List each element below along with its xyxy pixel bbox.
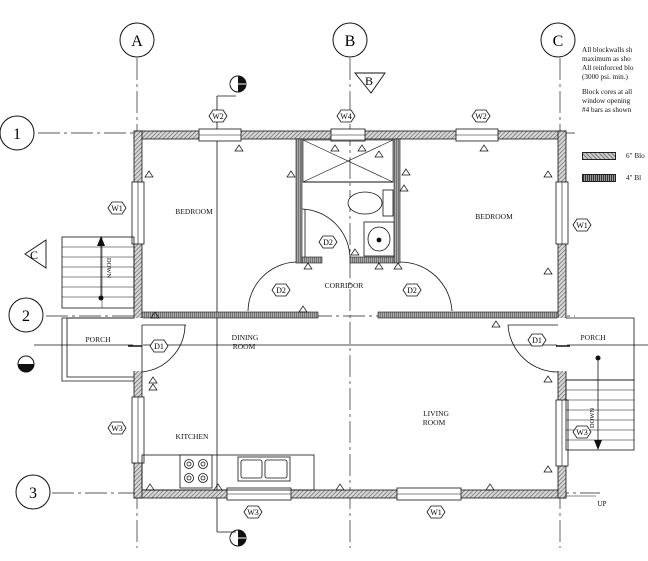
tag-w4-top: W4 [336, 109, 356, 123]
section-marker-c: C [24, 239, 47, 269]
grid-label-1: 1 [13, 126, 21, 143]
tag-w2-left-label: W2 [212, 112, 224, 121]
tag-d1-right: D1 [527, 333, 547, 347]
room-label-bedroom-right: BEDROOM [475, 212, 513, 221]
tag-d2-left: D2 [271, 283, 291, 297]
right-porch [565, 317, 635, 451]
tag-w1-bottom: W1 [426, 505, 446, 519]
range [179, 454, 213, 489]
wall-legend: 6" Blo 4" Bl [582, 151, 648, 195]
legend-item-6in-block: 6" Blo [582, 151, 648, 161]
tag-w3-bottom: W3 [243, 505, 263, 519]
tag-w3-right-label: W3 [576, 428, 588, 437]
room-label-corridor: CORRIDOR [325, 281, 364, 290]
stair-label-up: UP [598, 500, 607, 508]
elevation-marker-top [229, 75, 247, 93]
kitchen-counter [141, 454, 315, 491]
tag-w3-left: W3 [107, 421, 127, 435]
grid-bubble-c: C [540, 22, 576, 58]
tag-w4-top-label: W4 [340, 112, 352, 121]
legend-label-6in: 6" Blo [626, 152, 645, 160]
tag-d2-right: D2 [402, 283, 422, 297]
tag-w3-bottom-label: W3 [247, 508, 259, 517]
grid-bubble-1: 1 [0, 115, 35, 151]
grid-label-b: B [345, 33, 356, 50]
left-stair-treads [62, 237, 134, 308]
elevation-marker-bottom [229, 529, 247, 547]
tag-w3-right: W3 [572, 425, 592, 439]
legend-swatch-6in [582, 152, 616, 160]
grid-bubble-a: A [119, 22, 155, 58]
tag-d2-bath-label: D2 [323, 238, 333, 247]
tag-d2-right-label: D2 [407, 286, 417, 295]
elevation-marker-left [17, 355, 35, 373]
section-label-c: C [30, 248, 38, 262]
window-glazing [137, 134, 563, 495]
tag-w1-left: W1 [107, 201, 127, 215]
room-label-living-1: LIVING [423, 409, 449, 418]
legend-item-4in-block: 4" Bl [582, 173, 648, 183]
room-label-dining-1: DINING [232, 333, 259, 342]
room-label-living-2: ROOM [423, 418, 446, 427]
interior-walls [141, 138, 559, 319]
lavatory [363, 221, 395, 257]
grid-label-c: C [553, 33, 564, 50]
room-label-porch-left: PORCH [85, 335, 111, 344]
tag-w1-right: W1 [572, 218, 592, 232]
tag-w1-left-label: W1 [111, 204, 123, 213]
tag-w1-right-label: W1 [576, 221, 588, 230]
tag-d1-right-label: D1 [532, 336, 542, 345]
grid-bubble-3: 3 [15, 474, 51, 510]
note-line: #4 bars as shown [582, 106, 632, 114]
kitchen-sink [237, 456, 291, 482]
note-line: All blockwalls sh [582, 46, 633, 54]
grid-label-2: 2 [22, 308, 30, 325]
tag-d2-left-label: D2 [276, 286, 286, 295]
note-line: All reinforced blo [582, 64, 634, 72]
section-label-b: B [365, 74, 373, 88]
door-swings [141, 208, 559, 373]
left-stair-arrow [97, 236, 105, 301]
room-labels: BEDROOM BEDROOM CORRIDOR DINING ROOM LIV… [85, 207, 606, 441]
note-line: Block cores at all [582, 88, 633, 96]
shower [302, 139, 394, 183]
stair-label-down-left: DOWN [105, 258, 112, 279]
tag-w1-bottom-label: W1 [430, 508, 442, 517]
tag-w2-right-label: W2 [475, 112, 487, 121]
column-markers [144, 144, 553, 491]
section-marker-b: B [354, 72, 386, 94]
stair-label-down-right: DOWN [589, 408, 596, 429]
tag-w3-left-label: W3 [111, 424, 123, 433]
grid-bubble-b: B [332, 22, 368, 58]
right-stair-arrow [594, 355, 602, 450]
note-line: (3000 psi. min.) [582, 73, 628, 81]
tag-d1-left: D1 [149, 339, 169, 353]
legend-label-4in: 4" Bl [626, 174, 642, 182]
note-line: maximum as sho [582, 55, 631, 63]
tag-d2-bath: D2 [318, 235, 338, 249]
room-label-kitchen: KITCHEN [176, 432, 209, 441]
general-notes: All blockwalls sh maximum as sho All rei… [582, 46, 648, 115]
tag-d1-left-label: D1 [154, 342, 164, 351]
door-openings [133, 318, 567, 371]
tag-w2-left: W2 [208, 109, 228, 123]
right-stair-treads [566, 389, 634, 441]
left-porch [61, 236, 135, 382]
tag-w2-right: W2 [471, 109, 491, 123]
grid-bubble-2: 2 [8, 297, 44, 333]
grid-label-a: A [131, 33, 143, 50]
room-label-porch-right: PORCH [580, 333, 606, 342]
grid-label-3: 3 [29, 485, 37, 502]
note-line: window opening [582, 97, 631, 105]
legend-swatch-4in [582, 174, 616, 182]
room-label-dining-2: ROOM [233, 342, 256, 351]
room-label-bedroom-left: BEDROOM [175, 207, 213, 216]
toilet [347, 189, 394, 217]
